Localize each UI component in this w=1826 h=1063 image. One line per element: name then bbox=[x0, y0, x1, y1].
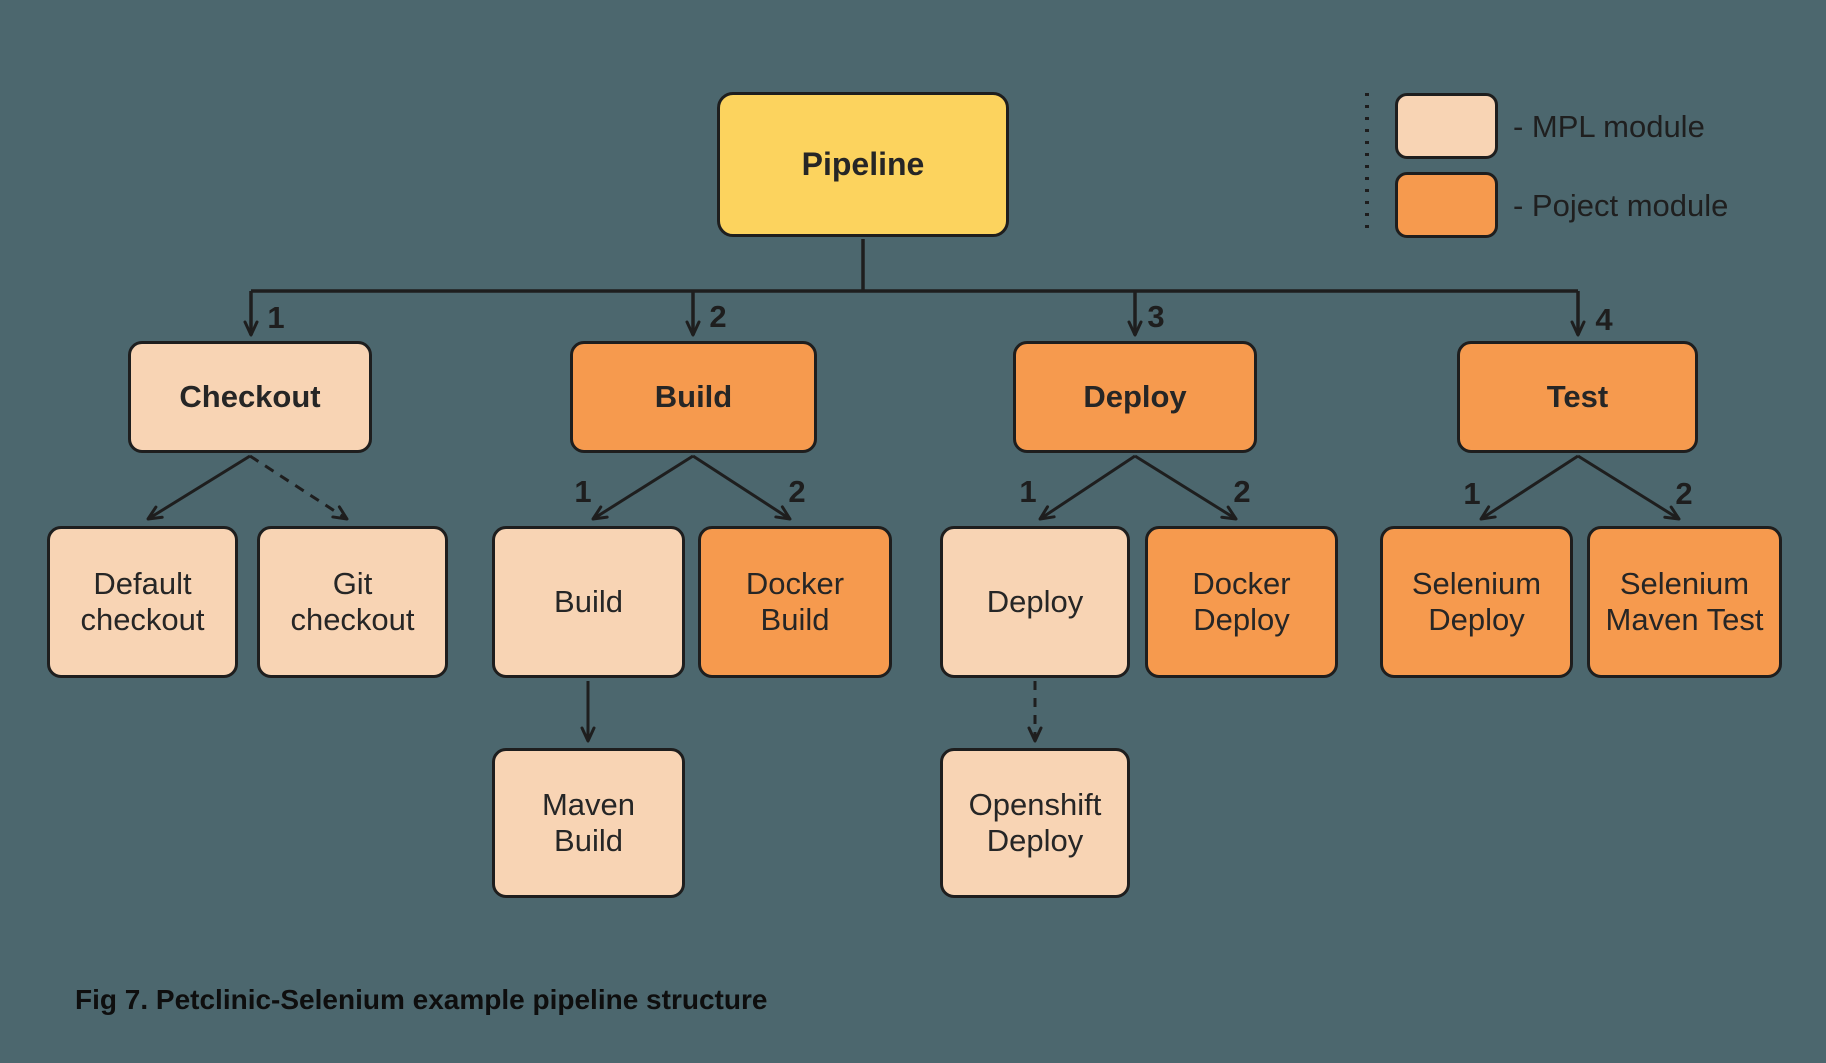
node-git-checkout: Git checkout bbox=[257, 526, 448, 678]
legend-swatch-mpl-module bbox=[1395, 93, 1498, 159]
node-selenium-maven-test: Selenium Maven Test bbox=[1587, 526, 1782, 678]
node-test: Test bbox=[1457, 341, 1698, 453]
node-openshift-deploy-label: Openshift Deploy bbox=[968, 787, 1102, 858]
node-build-step-label: Build bbox=[554, 584, 623, 620]
node-deploy-step-label: Deploy bbox=[986, 584, 1084, 620]
legend-label-project-module: - Poject module bbox=[1513, 188, 1729, 223]
node-selenium-maven-test-label: Selenium Maven Test bbox=[1605, 566, 1764, 637]
arrow-label-build-2: 2 bbox=[788, 474, 806, 509]
legend-swatch-project-module bbox=[1395, 172, 1498, 238]
node-deploy-label: Deploy bbox=[1083, 379, 1187, 414]
order-label-checkout: 1 bbox=[267, 300, 285, 335]
order-label-deploy: 3 bbox=[1147, 299, 1165, 334]
node-build-step: Build bbox=[492, 526, 685, 678]
node-selenium-deploy-label: Selenium Deploy bbox=[1411, 566, 1542, 637]
arrow-test-selenium-deploy bbox=[1479, 454, 1579, 521]
arrow-label-test-2: 2 bbox=[1675, 476, 1693, 511]
node-git-checkout-label: Git checkout bbox=[290, 566, 415, 637]
node-docker-deploy: Docker Deploy bbox=[1145, 526, 1338, 678]
arrow-label-deploy-1: 1 bbox=[1019, 474, 1037, 509]
arrow-checkout-git-dashed bbox=[249, 454, 349, 521]
node-docker-build-label: Docker Build bbox=[745, 566, 845, 637]
node-deploy: Deploy bbox=[1013, 341, 1257, 453]
node-test-label: Test bbox=[1546, 379, 1609, 414]
node-docker-build: Docker Build bbox=[698, 526, 892, 678]
node-docker-deploy-label: Docker Deploy bbox=[1192, 566, 1291, 637]
arrow-build-build bbox=[591, 454, 694, 521]
node-build-label: Build bbox=[654, 379, 733, 414]
arrow-deploy-deploy bbox=[1038, 454, 1136, 521]
node-pipeline-label: Pipeline bbox=[801, 146, 925, 182]
node-checkout: Checkout bbox=[128, 341, 372, 453]
order-label-test: 4 bbox=[1595, 302, 1613, 337]
node-deploy-step: Deploy bbox=[940, 526, 1130, 678]
node-checkout-label: Checkout bbox=[179, 379, 321, 414]
node-build: Build bbox=[570, 341, 817, 453]
node-maven-build-label: Maven Build bbox=[541, 787, 636, 858]
arrow-deploy-docker bbox=[1134, 454, 1238, 521]
node-default-checkout-label: Default checkout bbox=[80, 566, 205, 637]
node-maven-build: Maven Build bbox=[492, 748, 685, 898]
arrow-label-deploy-2: 2 bbox=[1233, 474, 1251, 509]
arrow-test-selenium-maven bbox=[1577, 454, 1681, 521]
arrow-label-build-1: 1 bbox=[574, 474, 592, 509]
legend-label-mpl-module: - MPL module bbox=[1513, 109, 1705, 144]
arrow-build-docker bbox=[692, 454, 792, 521]
order-label-build: 2 bbox=[709, 299, 727, 334]
node-default-checkout: Default checkout bbox=[47, 526, 238, 678]
node-pipeline: Pipeline bbox=[717, 92, 1009, 237]
figure-caption: Fig 7. Petclinic-Selenium example pipeli… bbox=[75, 984, 768, 1015]
arrow-checkout-default bbox=[146, 454, 251, 521]
arrow-label-test-1: 1 bbox=[1463, 476, 1481, 511]
node-openshift-deploy: Openshift Deploy bbox=[940, 748, 1130, 898]
node-selenium-deploy: Selenium Deploy bbox=[1380, 526, 1573, 678]
